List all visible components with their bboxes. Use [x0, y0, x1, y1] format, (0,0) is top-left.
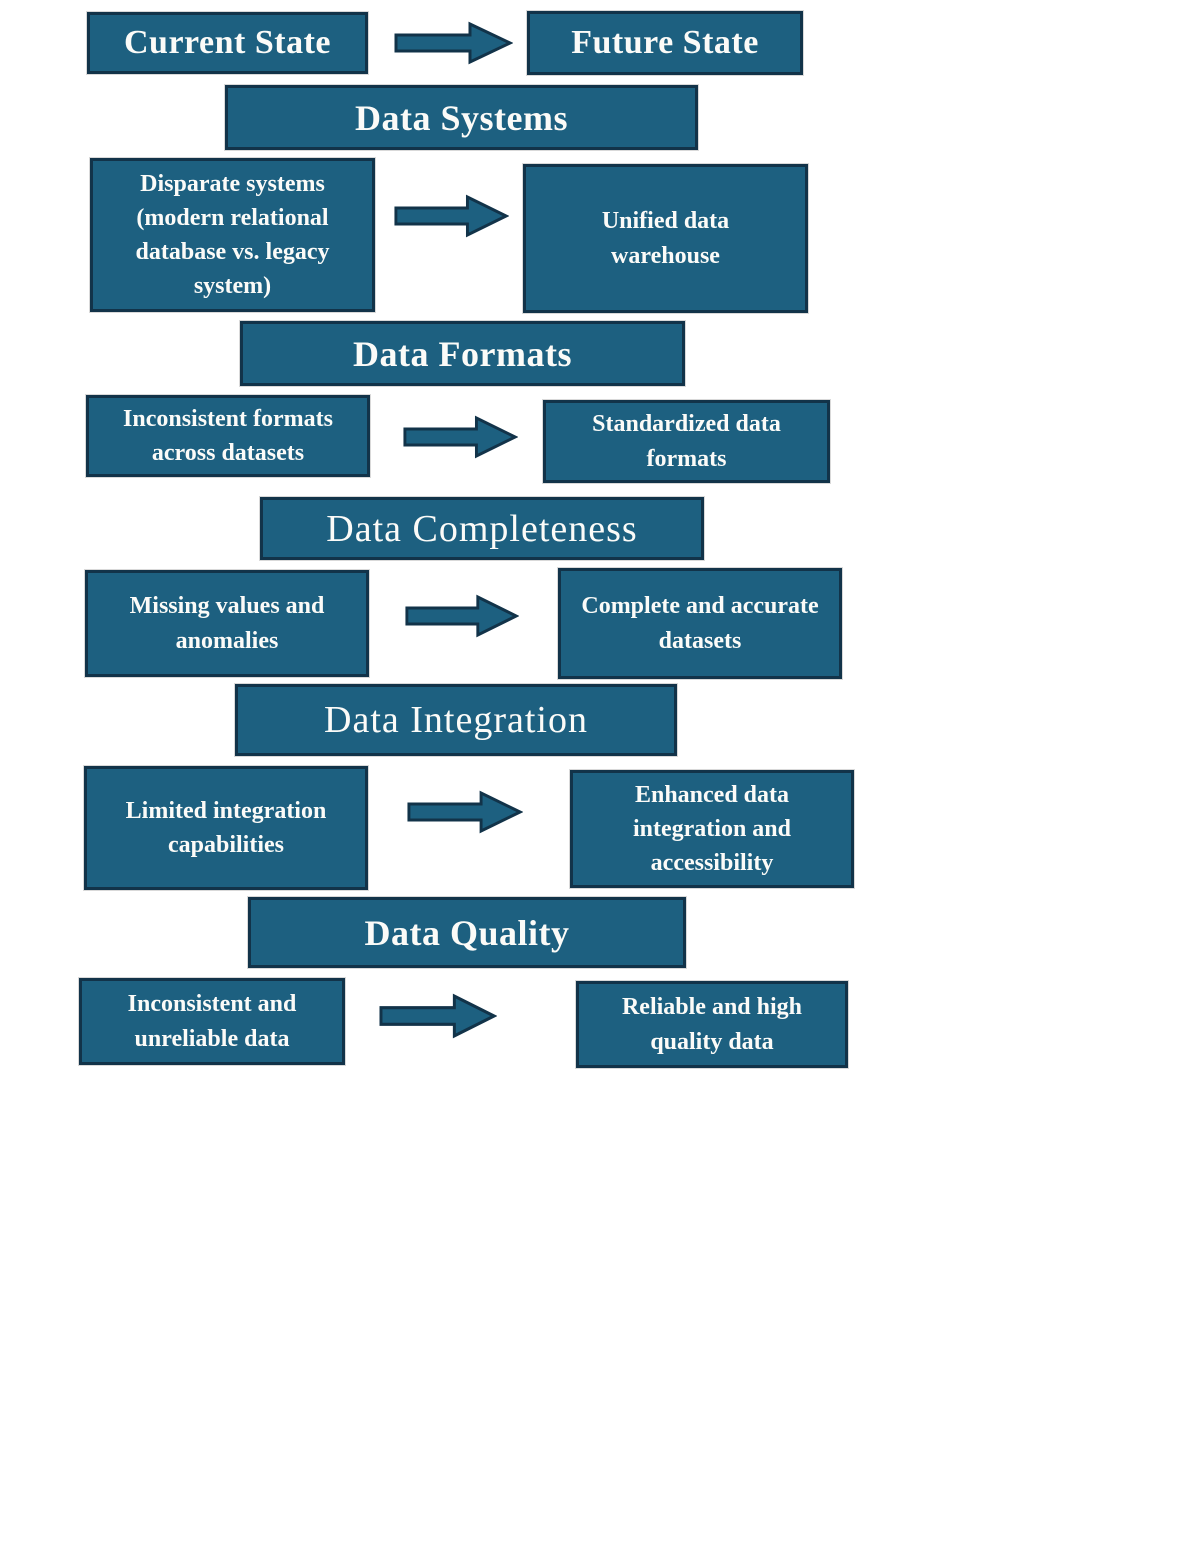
node-label: Limited integration capabilities: [125, 797, 327, 858]
future-node-data-systems: Unified data warehouse: [523, 164, 808, 313]
node-label: Inconsistent and unreliable data: [127, 991, 297, 1052]
node-label: Disparate systems (modern relational dat…: [135, 170, 330, 300]
right-arrow-icon: [402, 415, 518, 459]
section-header-label: Data Quality: [364, 912, 570, 953]
section-header-data-quality: Data Quality: [248, 897, 686, 968]
node-label: Complete and accurate datasets: [581, 593, 819, 654]
section-header-label: Data Integration: [324, 699, 588, 741]
current-node-data-quality: Inconsistent and unreliable data: [79, 978, 345, 1065]
right-arrow-icon: [393, 194, 509, 238]
future-node-data-integration: Enhanced data integration and accessibil…: [570, 770, 854, 888]
section-header-data-formats: Data Formats: [240, 321, 685, 386]
right-arrow-icon: [393, 21, 513, 65]
section-header-label: Data Systems: [355, 97, 568, 138]
node-label: Missing values and anomalies: [129, 593, 325, 654]
future-state-label: Future State: [571, 24, 759, 61]
future-node-data-completeness: Complete and accurate datasets: [558, 568, 842, 679]
future-state-box: Future State: [527, 11, 803, 75]
current-state-box: Current State: [87, 12, 368, 74]
current-node-data-systems: Disparate systems (modern relational dat…: [90, 158, 375, 312]
section-header-data-integration: Data Integration: [235, 684, 677, 756]
section-header-label: Data Completeness: [326, 507, 638, 550]
section-header-label: Data Formats: [353, 333, 572, 374]
future-node-data-quality: Reliable and high quality data: [576, 981, 848, 1068]
current-node-data-integration: Limited integration capabilities: [84, 766, 368, 890]
future-node-data-formats: Standardized data formats: [543, 400, 830, 483]
node-label: Unified data warehouse: [601, 208, 730, 269]
section-header-data-completeness: Data Completeness: [260, 497, 704, 560]
right-arrow-icon: [404, 594, 519, 638]
node-label: Reliable and high quality data: [621, 994, 803, 1055]
current-node-data-completeness: Missing values and anomalies: [85, 570, 369, 677]
node-label: Inconsistent formats across datasets: [123, 405, 333, 466]
current-state-label: Current State: [124, 24, 331, 61]
node-label: Enhanced data integration and accessibil…: [632, 781, 791, 877]
right-arrow-icon: [378, 993, 497, 1039]
right-arrow-icon: [406, 790, 523, 834]
section-header-data-systems: Data Systems: [225, 85, 698, 150]
node-label: Standardized data formats: [592, 411, 781, 472]
current-node-data-formats: Inconsistent formats across datasets: [86, 395, 370, 477]
